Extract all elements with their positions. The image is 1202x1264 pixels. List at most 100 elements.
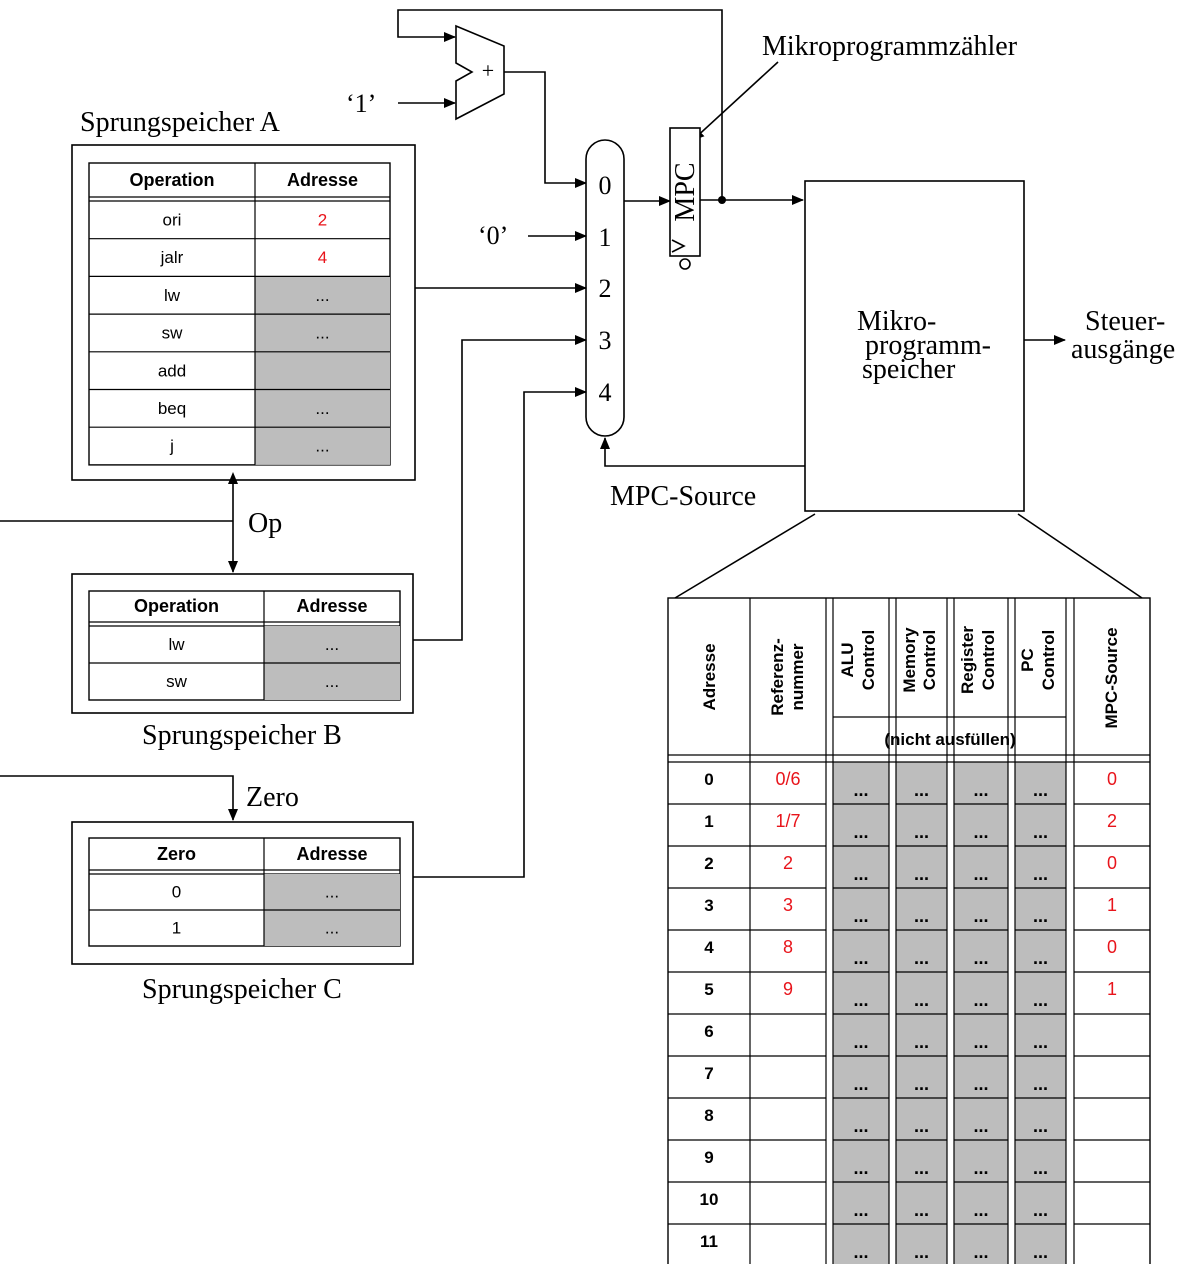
row-control-dots: ... (853, 990, 868, 1010)
row-address: 10 (700, 1190, 719, 1209)
address-gray-cell (255, 351, 390, 390)
row-address: 9 (704, 1148, 713, 1167)
row-control-dots: ... (914, 1158, 929, 1178)
micro-store-box (804, 180, 1025, 512)
row-address: 6 (704, 1022, 713, 1041)
row-control-dots: ... (853, 1200, 868, 1220)
row-control-dots: ... (914, 822, 929, 842)
table-cell-address: ... (315, 286, 329, 305)
sprungspeicher-a-title: Sprungspeicher A (80, 107, 281, 138)
table-cell-address: ... (315, 324, 329, 343)
row-address: 11 (700, 1232, 718, 1251)
table-cell-address: ... (315, 437, 329, 456)
row-control-dots: ... (973, 990, 988, 1010)
zoom-line-left (674, 513, 816, 599)
zero-wire (0, 775, 238, 821)
row-mpc-source: 1 (1107, 895, 1117, 915)
row-control-dots: ... (853, 1242, 868, 1262)
row-control-dots: ... (973, 1074, 988, 1094)
row-control-dots: ... (973, 1200, 988, 1220)
header-col-2: Adresse (287, 170, 358, 190)
table-cell-key: lw (168, 635, 185, 654)
mpc-counter-pointer (692, 61, 779, 141)
mpc-register-shape (669, 127, 701, 257)
row-control-dots: ... (973, 1032, 988, 1052)
row-control-dots: ... (973, 822, 988, 842)
row-control-dots: ... (973, 1242, 988, 1262)
micro-store-line-2: programm- (865, 330, 991, 361)
mux: 0 1 2 3 4 (585, 139, 625, 437)
junction-dot (718, 196, 726, 204)
mux-input-3: 3 (599, 326, 612, 355)
address-gray-cell (255, 276, 390, 315)
table-cell-address: ... (325, 918, 339, 937)
adder-out-wire (504, 71, 587, 188)
micro-store: Mikro- programm- speicher (804, 180, 1025, 512)
row-control-dots: ... (973, 1116, 988, 1136)
header-referenz-1: Referenz- (768, 638, 787, 715)
table-cell-key: lw (164, 286, 181, 305)
c-to-mux-4 (413, 387, 587, 878)
mux-input-4: 4 (599, 378, 612, 407)
row-referenz: 0/6 (775, 769, 800, 789)
b-to-mux-3 (413, 335, 587, 641)
row-control-dots: ... (914, 948, 929, 968)
table-cell-key: sw (162, 324, 184, 343)
row-control-dots: ... (1033, 906, 1048, 926)
row-control-dots: ... (914, 864, 929, 884)
row-control-dots: ... (1033, 1116, 1048, 1136)
row-address: 7 (704, 1064, 713, 1083)
mpc-register-label: MPC (670, 162, 701, 221)
address-gray-cell (255, 389, 390, 428)
row-control-dots: ... (914, 1074, 929, 1094)
table-cell-key: j (169, 437, 174, 456)
address-gray-cell (264, 874, 400, 910)
row-control-dots: ... (853, 1074, 868, 1094)
row-control-dots: ... (1033, 1242, 1048, 1262)
table-cell-key: add (158, 361, 186, 380)
header-col-1: Operation (129, 170, 214, 190)
row-mpc-source: 0 (1107, 853, 1117, 873)
mpc-source-wire (600, 437, 805, 467)
header-col-2: Adresse (296, 596, 367, 616)
row-address: 4 (704, 938, 714, 957)
table-cell-address: 4 (318, 248, 327, 267)
header-control-2-a: Register (958, 626, 977, 694)
table-cell-address: ... (325, 635, 339, 654)
row-control-dots: ... (914, 1200, 929, 1220)
row-control-dots: ... (1033, 1032, 1048, 1052)
adder-shape (455, 24, 505, 121)
row-control-dots: ... (973, 780, 988, 800)
row-control-dots: ... (1033, 864, 1048, 884)
row-control-dots: ... (1033, 948, 1048, 968)
table-cell-address: ... (325, 672, 339, 691)
table-frame (667, 597, 1151, 1264)
const-one-label: ‘1’ (346, 89, 376, 118)
micro-store-line-3: speicher (862, 354, 956, 385)
sprungspeicher-c-title: Sprungspeicher C (142, 974, 342, 1005)
table-cell-address: ... (315, 399, 329, 418)
row-address: 5 (704, 980, 713, 999)
row-control-dots: ... (1033, 822, 1048, 842)
table-cell-key: beq (158, 399, 186, 418)
header-control-1-a: Memory (900, 627, 919, 693)
mux-input-0: 0 (599, 171, 612, 200)
row-address: 0 (704, 770, 713, 789)
clock-triangle (671, 239, 686, 253)
adder-plus: + (482, 58, 494, 83)
row-referenz: 1/7 (775, 811, 800, 831)
header-referenz-2: nummer (788, 643, 807, 710)
zoom-line-right (1017, 513, 1143, 599)
row-control-dots: ... (914, 780, 929, 800)
row-control-dots: ... (973, 1158, 988, 1178)
row-address: 3 (704, 896, 713, 915)
row-control-dots: ... (1033, 990, 1048, 1010)
row-control-dots: ... (853, 906, 868, 926)
row-control-dots: ... (853, 864, 868, 884)
outputs-line-1: Steuer- (1085, 306, 1165, 337)
row-referenz: 2 (783, 853, 793, 873)
